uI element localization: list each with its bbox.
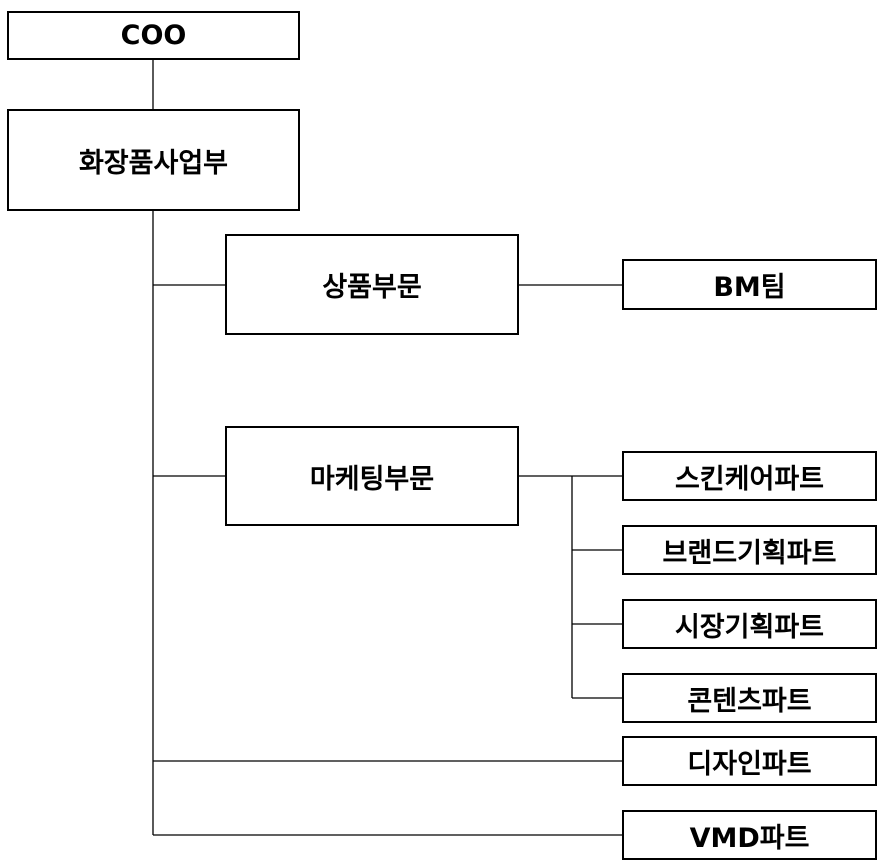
division-box: 화장품사업부 xyxy=(7,109,300,211)
design-part-box: 디자인파트 xyxy=(622,736,877,786)
bm-team-box: BM팀 xyxy=(622,259,877,310)
market-planning-part-box: 시장기획파트 xyxy=(622,599,877,649)
vmd-part-label: VMD파트 xyxy=(689,822,810,854)
product-dept-label: 상품부문 xyxy=(322,272,422,303)
contents-part-box: 콘텐츠파트 xyxy=(622,673,877,723)
coo-box: COO xyxy=(7,11,300,60)
skincare-part-label: 스킨케어파트 xyxy=(674,463,825,495)
marketing-dept-box: 마케팅부문 xyxy=(225,426,519,526)
brand-planning-part-box: 브랜드기획파트 xyxy=(622,525,877,575)
vmd-part-box: VMD파트 xyxy=(622,810,877,860)
brand-planning-part-label: 브랜드기획파트 xyxy=(662,537,837,569)
skincare-part-box: 스킨케어파트 xyxy=(622,451,877,501)
coo-label: COO xyxy=(120,20,187,51)
design-part-label: 디자인파트 xyxy=(687,748,812,780)
market-planning-part-label: 시장기획파트 xyxy=(674,611,825,643)
marketing-dept-label: 마케팅부문 xyxy=(309,463,435,495)
bm-team-label: BM팀 xyxy=(713,272,786,303)
contents-part-label: 콘텐츠파트 xyxy=(687,685,812,717)
product-dept-box: 상품부문 xyxy=(225,234,519,335)
division-label: 화장품사업부 xyxy=(78,147,229,179)
